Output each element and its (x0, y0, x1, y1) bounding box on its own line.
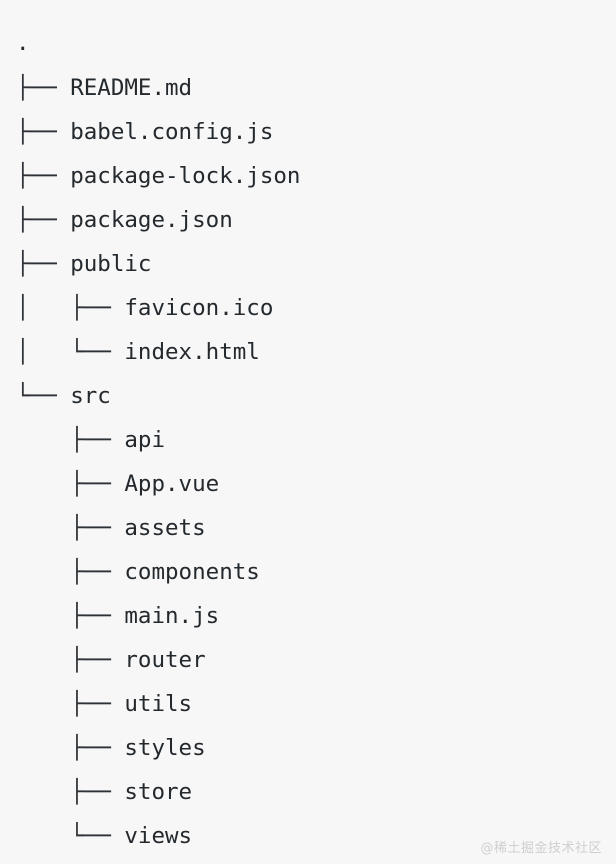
tree-branch-glyph: ├── (16, 603, 125, 629)
tree-directory-name: views (124, 823, 193, 849)
tree-directory-name: router (124, 647, 206, 673)
tree-item: ├── store (16, 770, 616, 814)
tree-file-name: package-lock.json (70, 163, 301, 189)
tree-branch-glyph: ├── (16, 515, 125, 541)
tree-branch-glyph: ├── (16, 647, 125, 673)
watermark: @稀土掘金技术社区 (480, 841, 602, 856)
tree-branch-glyph: ├── (16, 779, 125, 805)
tree-file-name: main.js (124, 603, 220, 629)
tree-branch-glyph: └── (16, 823, 125, 849)
tree-branch-glyph: ├── (16, 163, 71, 189)
tree-item: ├── main.js (16, 594, 616, 638)
tree-branch-glyph: ├── (16, 427, 125, 453)
tree-item: ├── public (16, 242, 616, 286)
tree-item: ├── babel.config.js (16, 110, 616, 154)
tree-directory-name: store (124, 779, 193, 805)
tree-root-line: . (16, 26, 616, 66)
tree-branch-glyph: ├── (16, 119, 71, 145)
tree-item: │ └── index.html (16, 330, 616, 374)
tree-item: ├── README.md (16, 66, 616, 110)
tree-branch-glyph: ├── (16, 691, 125, 717)
tree-root-name: . (16, 30, 30, 56)
tree-branch-glyph: ├── (16, 735, 125, 761)
tree-directory-name: src (70, 383, 111, 409)
tree-item: ├── assets (16, 506, 616, 550)
tree-file-name: App.vue (124, 471, 220, 497)
tree-branch-glyph: │ └── (16, 339, 125, 365)
tree-item: ├── package-lock.json (16, 154, 616, 198)
tree-branch-glyph: ├── (16, 471, 125, 497)
tree-item: ├── utils (16, 682, 616, 726)
tree-directory-name: public (70, 251, 152, 277)
tree-directory-name: api (124, 427, 166, 453)
tree-directory-name: styles (124, 735, 206, 761)
tree-item: ├── App.vue (16, 462, 616, 506)
tree-item: ├── components (16, 550, 616, 594)
tree-file-name: babel.config.js (70, 119, 274, 145)
tree-item: ├── api (16, 418, 616, 462)
tree-directory-name: utils (124, 691, 193, 717)
tree-file-name: package.json (70, 207, 233, 233)
tree-file-name: README.md (70, 75, 193, 101)
tree-item: │ ├── favicon.ico (16, 286, 616, 330)
tree-file-name: favicon.ico (124, 295, 274, 321)
tree-branch-glyph: └── (16, 383, 71, 409)
tree-item: ├── package.json (16, 198, 616, 242)
tree-file-name: index.html (124, 339, 260, 365)
tree-item: ├── router (16, 638, 616, 682)
tree-item: └── src (16, 374, 616, 418)
tree-item: └── views (16, 814, 616, 858)
tree-branch-glyph: ├── (16, 75, 71, 101)
tree-branch-glyph: │ ├── (16, 295, 125, 321)
tree-directory-name: assets (124, 515, 206, 541)
tree-branch-glyph: ├── (16, 251, 71, 277)
tree-branch-glyph: ├── (16, 559, 125, 585)
tree-directory-name: components (124, 559, 260, 585)
tree-branch-glyph: ├── (16, 207, 71, 233)
tree-item: ├── styles (16, 726, 616, 770)
